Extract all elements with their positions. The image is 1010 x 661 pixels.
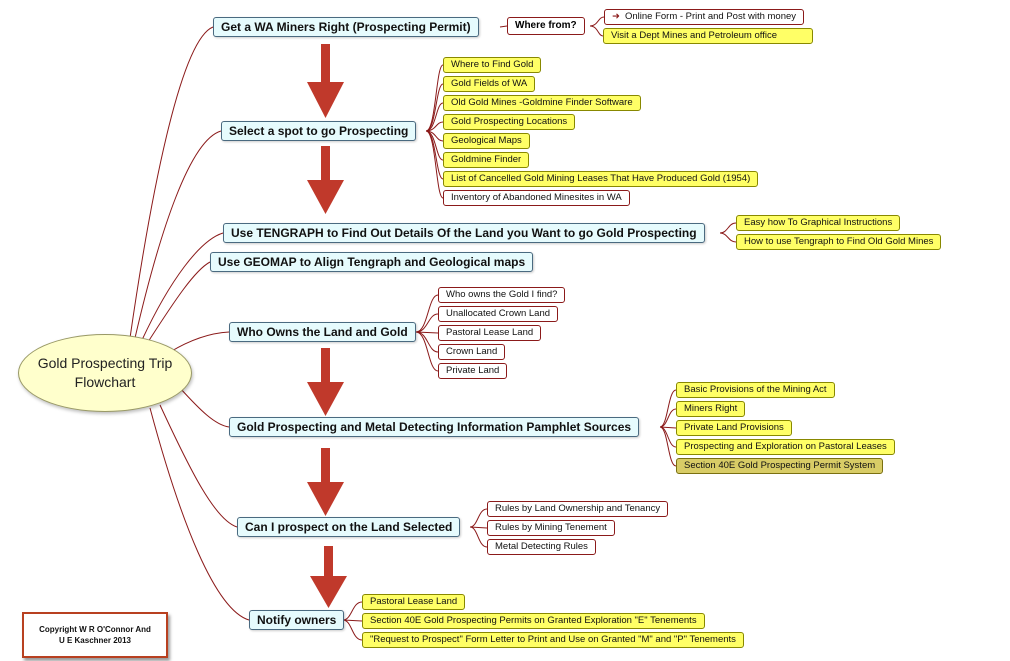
flow-arrows xyxy=(307,44,347,608)
owner-item[interactable]: Pastoral Lease Land xyxy=(438,325,542,341)
root-title-line2: Flowchart xyxy=(74,374,136,390)
down-arrow-icon xyxy=(307,146,344,214)
spot-item[interactable]: Goldmine Finder xyxy=(443,152,530,168)
step-tengraph[interactable]: Use TENGRAPH to Find Out Details Of the … xyxy=(223,223,705,243)
owner-item[interactable]: Private Land xyxy=(438,363,508,379)
down-arrow-icon xyxy=(310,546,347,608)
down-arrow-icon xyxy=(307,44,344,118)
notify-item[interactable]: "Request to Prospect" Form Letter to Pri… xyxy=(362,632,744,648)
step-select-spot[interactable]: Select a spot to go Prospecting xyxy=(221,121,417,141)
pamphlet-item[interactable]: Miners Right xyxy=(676,401,746,417)
pamphlet-item[interactable]: Basic Provisions of the Mining Act xyxy=(676,382,835,398)
step-pamphlets[interactable]: Gold Prospecting and Metal Detecting Inf… xyxy=(229,417,640,437)
spot-item[interactable]: List of Cancelled Gold Mining Leases Tha… xyxy=(443,171,759,187)
spot-item[interactable]: Gold Fields of WA xyxy=(443,76,536,92)
tengraph-item[interactable]: Easy how To Graphical Instructions xyxy=(736,215,901,231)
link-arrow-icon: ➜ xyxy=(612,11,620,22)
owner-item[interactable]: Who owns the Gold I find? xyxy=(438,287,566,303)
pamphlet-item[interactable]: Prospecting and Exploration on Pastoral … xyxy=(676,439,895,455)
step-notify-owners[interactable]: Notify owners xyxy=(249,610,345,630)
root-title-line1: Gold Prospecting Trip xyxy=(37,355,173,371)
owner-item[interactable]: Unallocated Crown Land xyxy=(438,306,559,322)
down-arrow-icon xyxy=(307,348,344,416)
pamphlet-item[interactable]: Section 40E Gold Prospecting Permit Syst… xyxy=(676,458,884,474)
prospect-rule-item[interactable]: Rules by Land Ownership and Tenancy xyxy=(487,501,669,517)
root-topic[interactable]: Gold Prospecting Trip Flowchart xyxy=(18,334,192,412)
spot-item[interactable]: Gold Prospecting Locations xyxy=(443,114,576,130)
copyright-line1: Copyright W R O'Connor And xyxy=(39,625,151,634)
notify-item[interactable]: Pastoral Lease Land xyxy=(362,594,466,610)
option-online-form[interactable]: ➜ Online Form - Print and Post with money xyxy=(604,9,805,25)
option-visit-office[interactable]: Visit a Dept Mines and Petroleum office xyxy=(603,28,813,44)
owner-item[interactable]: Crown Land xyxy=(438,344,506,360)
option-online-form-label: Online Form - Print and Post with money xyxy=(624,11,797,22)
copyright-line2: U E Kaschner 2013 xyxy=(58,636,132,645)
step-miners-right[interactable]: Get a WA Miners Right (Prospecting Permi… xyxy=(213,17,479,37)
spot-item[interactable]: Inventory of Abandoned Minesites in WA xyxy=(443,190,630,206)
prospect-rule-item[interactable]: Metal Detecting Rules xyxy=(487,539,596,555)
copyright-box: Copyright W R O'Connor And U E Kaschner … xyxy=(22,612,168,658)
spot-item[interactable]: Geological Maps xyxy=(443,133,530,149)
down-arrow-icon xyxy=(307,448,344,516)
pamphlet-item[interactable]: Private Land Provisions xyxy=(676,420,792,436)
prospect-rule-item[interactable]: Rules by Mining Tenement xyxy=(487,520,615,536)
step-geomap[interactable]: Use GEOMAP to Align Tengraph and Geologi… xyxy=(210,252,534,272)
spot-item[interactable]: Where to Find Gold xyxy=(443,57,542,73)
step-who-owns[interactable]: Who Owns the Land and Gold xyxy=(229,322,416,342)
tengraph-item[interactable]: How to use Tengraph to Find Old Gold Min… xyxy=(736,234,942,250)
step-can-i-prospect[interactable]: Can I prospect on the Land Selected xyxy=(237,517,461,537)
where-from-node[interactable]: Where from? xyxy=(507,17,585,35)
spot-item[interactable]: Old Gold Mines -Goldmine Finder Software xyxy=(443,95,641,111)
notify-item[interactable]: Section 40E Gold Prospecting Permits on … xyxy=(362,613,705,629)
